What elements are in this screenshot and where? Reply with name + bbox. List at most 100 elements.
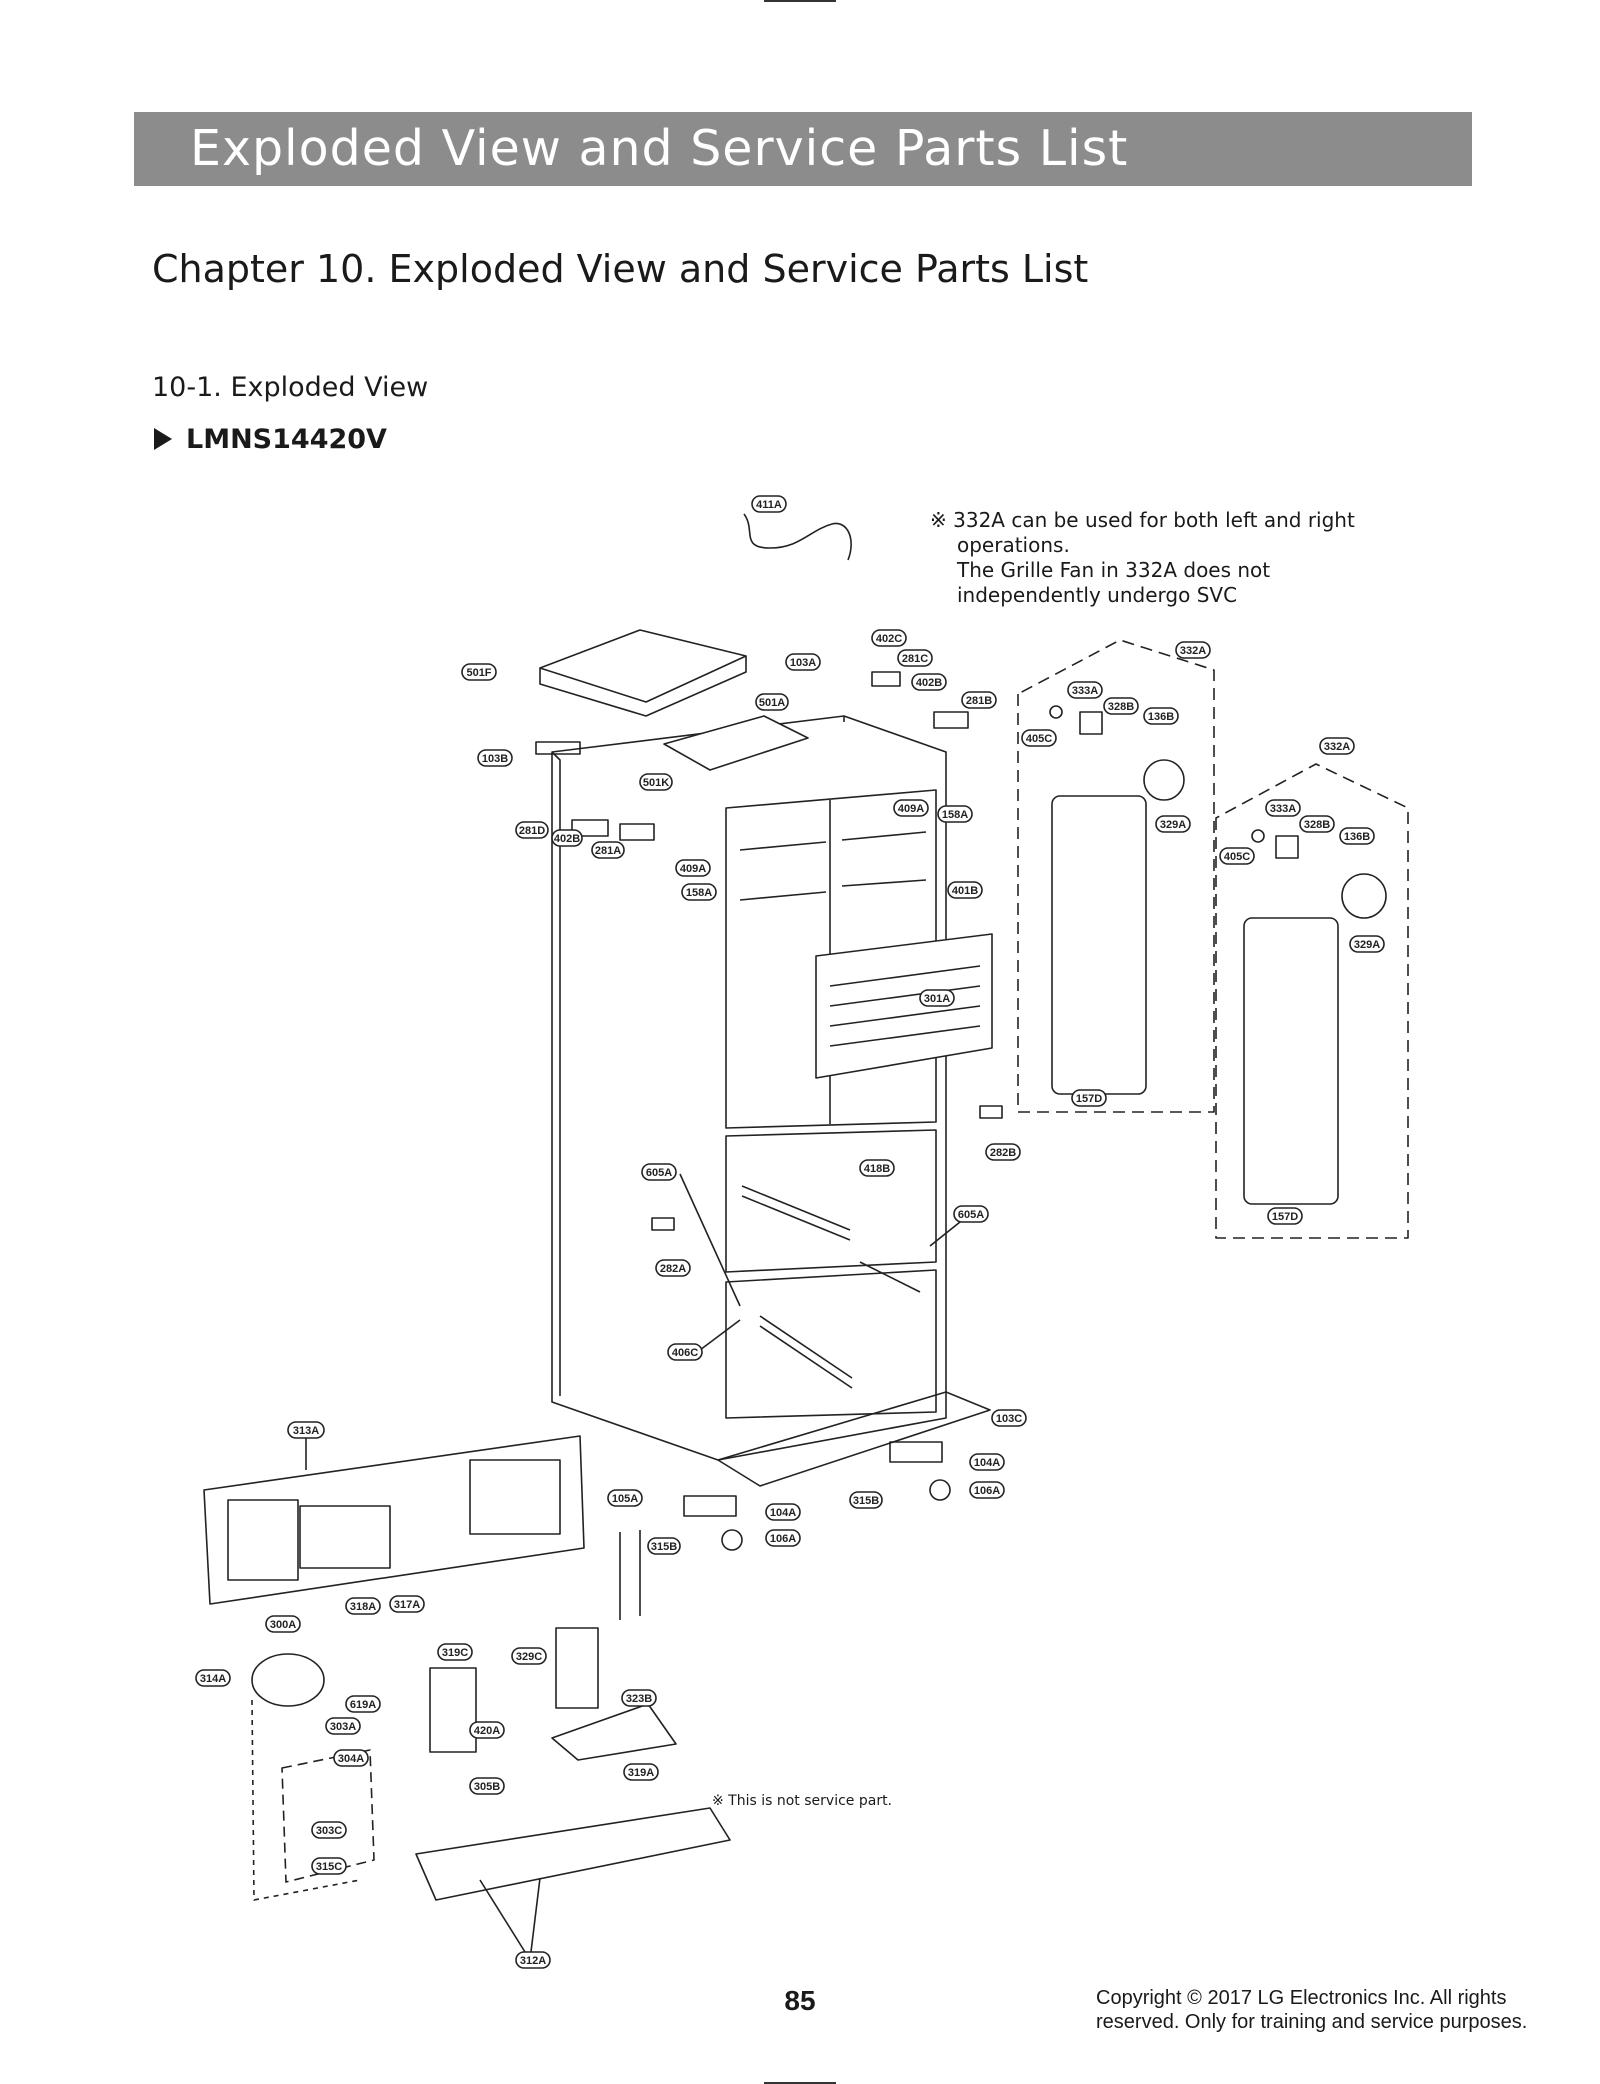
callout-text: 328B — [1108, 701, 1134, 713]
vent-grille — [469, 1459, 561, 1535]
callout: 501A — [755, 693, 789, 711]
callout-box — [961, 691, 997, 709]
callout-box — [1103, 697, 1139, 715]
parts-group-box — [1017, 639, 1215, 1113]
shelf-line — [841, 831, 927, 841]
callout-box — [333, 1749, 369, 1767]
callout-box — [1175, 641, 1211, 659]
note-line: independently undergo SVC — [957, 583, 1238, 607]
callout: 605A — [641, 1163, 677, 1181]
line-art — [203, 513, 1409, 1961]
copyright-notice: Copyright © 2017 LG Electronics Inc. All… — [1096, 1986, 1527, 2034]
shelf-line — [739, 891, 827, 901]
callout: 406C — [667, 1343, 703, 1361]
handle-part — [979, 1105, 1003, 1119]
cover-line — [829, 985, 981, 1007]
callout-box — [937, 805, 973, 823]
callout-box — [623, 1763, 659, 1781]
callout-box — [551, 829, 583, 847]
callout-text: 157D — [1272, 1211, 1298, 1223]
callout: 281D — [515, 821, 549, 839]
adjuster — [929, 1479, 951, 1501]
callout: 103C — [991, 1409, 1027, 1427]
callout-text: 418B — [864, 1163, 890, 1175]
callout-box — [345, 1695, 381, 1713]
callout: 328B — [1299, 815, 1335, 833]
callout-box — [667, 1343, 703, 1361]
callout-text: 303C — [316, 1825, 342, 1837]
callout: 329A — [1349, 935, 1385, 953]
callout-text: 409A — [680, 863, 706, 875]
callout: 158A — [937, 805, 973, 823]
callout-text: 304A — [338, 1753, 364, 1765]
vent-grille — [299, 1505, 391, 1569]
callout-box — [859, 1159, 895, 1177]
callout-box — [1265, 799, 1301, 817]
callout-box — [311, 1821, 347, 1839]
callout-text: 103C — [996, 1413, 1022, 1425]
callout: 282A — [655, 1259, 691, 1277]
callout: 333A — [1067, 681, 1103, 699]
callout: 420A — [469, 1721, 505, 1739]
power-cord — [743, 513, 852, 561]
callout: 411A — [751, 495, 787, 513]
callout-text: 103A — [790, 657, 816, 669]
callout-box — [1155, 815, 1191, 833]
callout-box — [911, 673, 947, 691]
callout: 281A — [591, 841, 625, 859]
callout: 333A — [1265, 799, 1301, 817]
rail-line — [741, 1195, 851, 1241]
callout: 303A — [325, 1717, 361, 1735]
parts-group-box — [1215, 763, 1409, 1239]
top-cover-edge — [539, 656, 747, 717]
bottom-tray — [415, 1807, 731, 1901]
callout-text: 312A — [520, 1955, 546, 1967]
callout: 317A — [389, 1595, 425, 1613]
callout: 314A — [195, 1669, 231, 1687]
chapter-title: Chapter 10. Exploded View and Service Pa… — [152, 247, 1089, 291]
model-heading: LMNS14420V — [154, 422, 387, 456]
hinge-part — [571, 819, 609, 837]
callout-text: 329C — [516, 1651, 542, 1663]
condenser-fan — [429, 1667, 477, 1753]
callout: 319A — [623, 1763, 659, 1781]
cover-line — [829, 1005, 981, 1027]
callout: 323B — [621, 1689, 657, 1707]
callout-box — [1067, 681, 1103, 699]
callout-text: 501K — [643, 777, 669, 789]
cover-line — [829, 965, 981, 987]
callout-box — [311, 1857, 347, 1875]
callout-text: 420A — [474, 1725, 500, 1737]
callout: 409A — [675, 859, 711, 877]
callout-box — [195, 1669, 231, 1687]
leader-dashed — [251, 1699, 361, 1901]
callout-box — [621, 1689, 657, 1707]
washer — [1049, 705, 1063, 719]
callout-box — [515, 821, 549, 839]
callout-text: 315B — [853, 1495, 879, 1507]
evaporator-cover — [815, 933, 993, 1079]
callout: 136B — [1143, 707, 1179, 725]
callout-box — [1349, 935, 1385, 953]
cover-line — [829, 1025, 981, 1047]
model-name: LMNS14420V — [186, 423, 387, 455]
callout-text: 104A — [974, 1457, 1000, 1469]
callout-text: 333A — [1270, 803, 1296, 815]
callout: 619A — [345, 1695, 381, 1713]
callout-text: 313A — [293, 1425, 319, 1437]
callout-text: 303A — [330, 1721, 356, 1733]
copyright-line: reserved. Only for training and service … — [1096, 2011, 1528, 2033]
callout-text: 300A — [270, 1619, 296, 1631]
callout-box — [871, 629, 907, 647]
hinge-part — [535, 741, 581, 755]
callout-box — [515, 1951, 551, 1969]
fan-blade — [1341, 873, 1387, 919]
callout-box — [675, 859, 711, 877]
callout-text: 281C — [902, 653, 928, 665]
callout-text: 317A — [394, 1599, 420, 1611]
callout-box — [893, 799, 929, 817]
callout: 402B — [551, 829, 583, 847]
shelf-line — [739, 841, 827, 851]
callout: 281C — [897, 649, 933, 667]
callout-box — [1299, 815, 1335, 833]
